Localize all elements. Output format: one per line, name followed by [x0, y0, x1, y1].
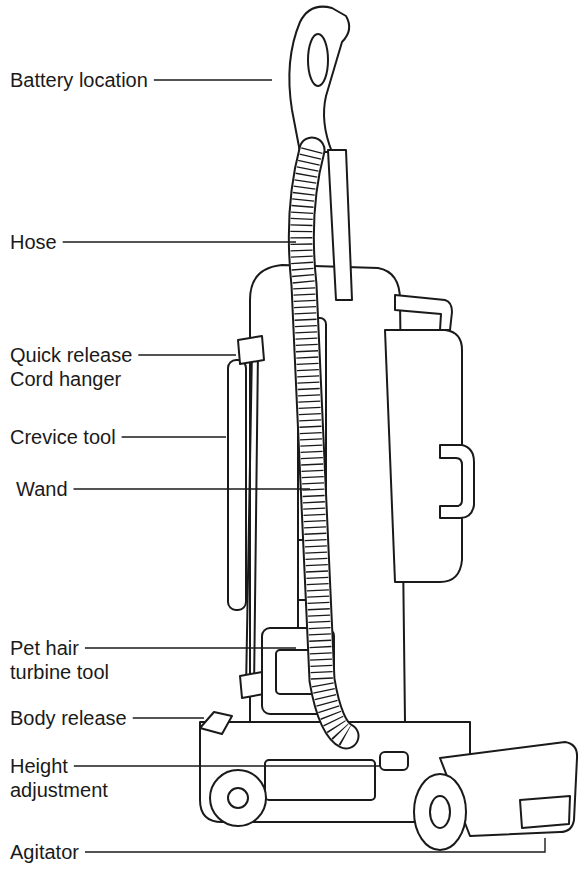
part-label: Crevice tool	[10, 425, 240, 449]
bin-handle	[440, 445, 474, 518]
agitator	[520, 796, 570, 828]
hose-body	[301, 150, 346, 736]
part-label: Quick release Cord hanger	[10, 343, 150, 391]
cord-hook	[240, 672, 264, 698]
handle-grip	[289, 7, 349, 152]
leader-line	[74, 488, 310, 489]
leader-line	[133, 717, 204, 718]
part-label: Body release	[10, 706, 190, 730]
wheel-hub	[430, 796, 450, 828]
leader-line	[85, 838, 545, 852]
part-label: Pet hair turbine tool	[10, 636, 130, 684]
cord-hook	[238, 336, 264, 364]
hose-ribs	[301, 150, 346, 736]
carry-handle	[395, 295, 452, 330]
part-label: Agitator	[10, 840, 210, 864]
wheel-hub	[228, 788, 248, 808]
leader-line	[63, 241, 296, 242]
leader-line	[85, 647, 296, 648]
leader-line	[154, 79, 272, 80]
power-cord	[246, 350, 258, 690]
wheel	[414, 774, 466, 850]
handle-opening	[308, 34, 328, 86]
part-label: Wand	[16, 477, 246, 501]
wheel	[210, 770, 266, 826]
leader-line	[74, 765, 380, 766]
hose-outline	[301, 150, 346, 736]
height-adjustment-knob	[380, 752, 408, 770]
leader-line	[122, 436, 226, 437]
crevice-tool	[228, 360, 246, 610]
part-label: Battery location	[10, 68, 240, 92]
leader-line	[138, 354, 236, 355]
part-label: Height adjustment	[10, 754, 125, 802]
body-release-pedal	[200, 712, 232, 734]
handle-stem	[328, 150, 352, 300]
part-label: Hose	[10, 230, 240, 254]
